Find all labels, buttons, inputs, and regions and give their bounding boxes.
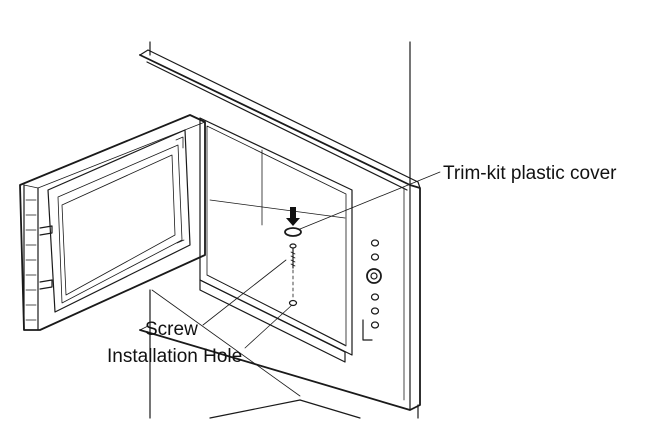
door-latch-upper bbox=[39, 225, 53, 236]
leader-lines bbox=[202, 171, 441, 349]
oven-cavity bbox=[199, 117, 353, 363]
microwave-door bbox=[19, 114, 206, 331]
cabinet-outline bbox=[149, 41, 419, 419]
label-installation-hole: Installation Hole bbox=[107, 346, 242, 367]
installation-hole-shape bbox=[288, 299, 298, 307]
label-trim-kit-cover: Trim-kit plastic cover bbox=[443, 163, 617, 184]
door-latch-lower bbox=[39, 279, 53, 290]
microwave-frame bbox=[139, 49, 421, 411]
down-arrow-icon bbox=[286, 207, 300, 226]
label-screw: Screw bbox=[145, 319, 198, 340]
trim-kit-cover-shape bbox=[284, 227, 302, 237]
door-edge-vents bbox=[25, 199, 37, 321]
screw-shape bbox=[289, 243, 297, 269]
trim-kit-cover-assembly bbox=[284, 207, 302, 307]
control-panel bbox=[351, 189, 382, 356]
